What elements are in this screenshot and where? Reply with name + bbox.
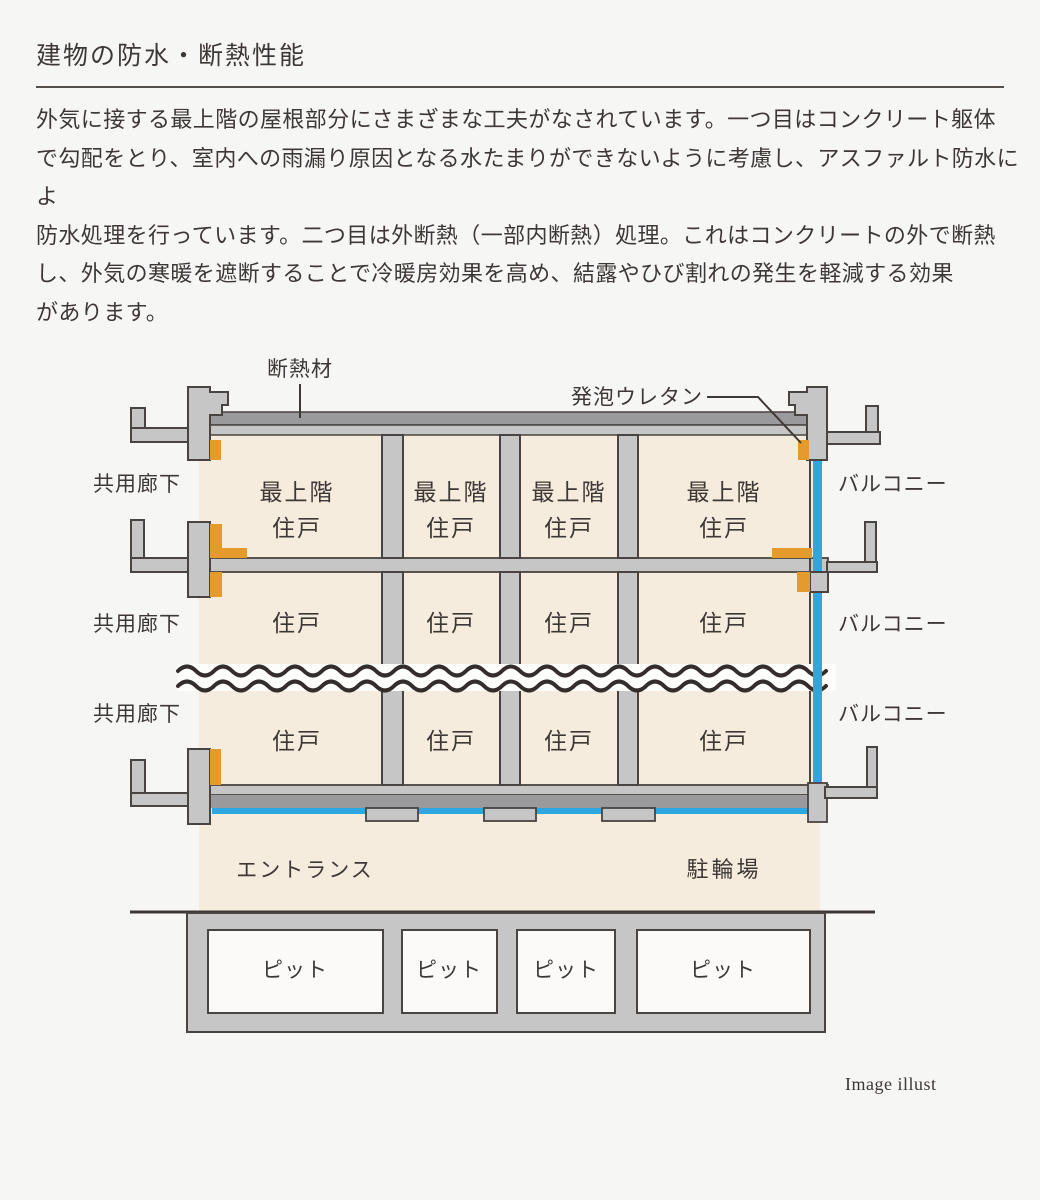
left-parapet: [187, 386, 229, 461]
corridor-slab: [130, 792, 189, 807]
title-divider: [36, 86, 1004, 88]
wall-footing: [601, 807, 656, 822]
ground-slab-dark-layer: [210, 795, 808, 808]
unit-label: 住戸: [426, 729, 476, 754]
floor-slab: [187, 557, 829, 573]
pit-label: ピット: [416, 958, 482, 982]
pit-label: ピット: [262, 958, 328, 982]
top-unit-label: 最上階: [687, 480, 762, 505]
unit-label: 住戸: [544, 729, 594, 754]
wall-footing: [483, 807, 537, 822]
page-title: 建物の防水・断熱性能: [36, 43, 307, 70]
roof-slab: [187, 424, 828, 436]
image-illust-caption: Image illust: [845, 1074, 936, 1094]
balcony-slab: [826, 561, 878, 573]
right-wall-stub-mid: [809, 571, 829, 593]
insulation-patch: [210, 548, 247, 558]
pit-room: [636, 929, 811, 1014]
unit-label: 住戸: [426, 611, 476, 636]
top-unit-label: 住戸: [426, 516, 476, 541]
pit-room: [401, 929, 498, 1014]
insulation-patch: [210, 572, 222, 597]
wall-footing: [365, 807, 419, 822]
ground-slab: [187, 784, 829, 796]
left-wall-stub-ground: [187, 748, 211, 825]
urethane-leader-line: [707, 396, 802, 444]
unit-label: 住戸: [699, 611, 749, 636]
urethane-label: 発泡ウレタン: [571, 385, 703, 409]
top-unit-label: 最上階: [532, 480, 607, 505]
unit-label: 住戸: [699, 729, 749, 754]
left-wall-stub-mid: [187, 521, 211, 598]
balcony-slab: [826, 431, 881, 445]
body-paragraph: 外気に接する最上階の屋根部分にさまざまな工夫がなされています。一つ目はコンクリー…: [36, 107, 1019, 325]
insulation-patch: [772, 548, 812, 558]
balcony-label: バルコニー: [838, 702, 948, 726]
bicycle-parking-label: 駐輪場: [686, 857, 761, 882]
break-wave-top: [176, 664, 828, 678]
corridor-label: 共用廊下: [93, 702, 181, 726]
corridor-slab: [130, 427, 189, 443]
unit-label: 住戸: [544, 611, 594, 636]
building-section-diagram: 断熱材 発泡ウレタン 共用廊下 共用廊下 共用廊下 バルコニー バルコニー バル…: [93, 357, 948, 1094]
corridor-label: 共用廊下: [93, 472, 181, 496]
top-unit-label: 住戸: [544, 516, 594, 541]
break-wave-bottom: [176, 679, 828, 693]
waterproofing-wall-line: [813, 460, 822, 785]
party-wall: [499, 434, 521, 559]
pit-room: [516, 929, 616, 1014]
balcony-label: バルコニー: [838, 612, 948, 636]
insulation-patch-urethane: [798, 440, 809, 460]
balcony-slab: [824, 786, 878, 799]
party-wall: [617, 434, 639, 559]
insulation-patch: [210, 440, 221, 460]
corridor-label: 共用廊下: [93, 612, 181, 636]
insulation-patch: [210, 749, 221, 785]
balcony-label: バルコニー: [838, 472, 948, 496]
insulation-label: 断熱材: [267, 357, 333, 381]
unit-label: 住戸: [272, 729, 322, 754]
top-unit-label: 最上階: [260, 480, 335, 505]
party-wall: [381, 434, 404, 559]
top-unit-label: 住戸: [699, 516, 749, 541]
pit-label: ピット: [690, 958, 756, 982]
unit-label: 住戸: [272, 611, 322, 636]
pit-label: ピット: [533, 958, 599, 982]
corridor-slab: [130, 557, 189, 573]
pit-room: [207, 929, 384, 1014]
top-unit-label: 住戸: [272, 516, 322, 541]
top-unit-label: 最上階: [414, 480, 489, 505]
insulation-patch: [797, 572, 810, 592]
right-wall-footing: [807, 782, 828, 823]
entrance-label: エントランス: [236, 858, 374, 882]
